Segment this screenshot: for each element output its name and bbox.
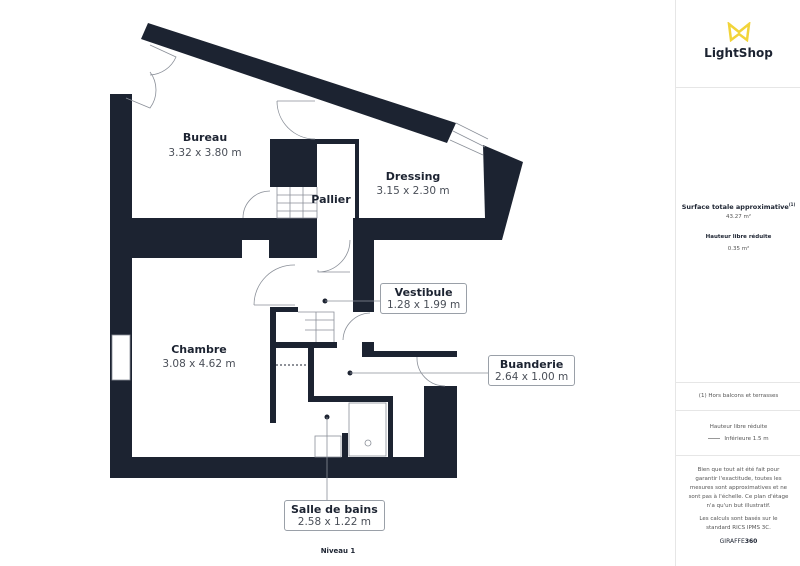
pallier-block: [270, 139, 317, 187]
window-dressing: [449, 122, 489, 156]
room-dims-buanderie: 2.64 x 1.00 m: [495, 371, 569, 383]
room-dims-bureau: 3.32 x 3.80 m: [168, 147, 242, 159]
room-name-bureau: Bureau: [182, 131, 228, 144]
wall-inner-v1: [270, 307, 276, 423]
room-dims-vestibule: 1.28 x 1.99 m: [387, 299, 461, 311]
wall-pallier-right: [355, 139, 359, 218]
wall-right-lower: [424, 386, 457, 478]
leader-lines: [322, 298, 488, 500]
sink: [314, 435, 342, 458]
pillar: [294, 250, 299, 258]
wall-buanderie-top: [362, 342, 457, 357]
legend-line-icon: [708, 438, 721, 439]
door-pallier: [242, 190, 271, 219]
brand-name: LightShop: [704, 46, 773, 60]
door-chambre: [253, 264, 296, 306]
door-buanderie: [416, 356, 446, 387]
wall-inner-v2: [308, 342, 314, 402]
logo-icon: [726, 21, 751, 43]
wall-bottom: [110, 457, 457, 478]
wall-vestibule-right: [353, 218, 374, 312]
wall-dressing-bottom: [358, 218, 502, 240]
room-name-chambre: Chambre: [171, 343, 227, 356]
door-dressing: [276, 100, 316, 140]
stairs-vestibule: [298, 311, 335, 342]
giraffe-logo: GIRAFFE360: [676, 537, 800, 546]
giraffe-360: 360: [744, 538, 758, 545]
legend-item-label: Inférieure 1.5 m: [724, 436, 769, 442]
level-label: Niveau 1: [320, 547, 356, 555]
hauteur-label: Hauteur libre réduite: [705, 234, 772, 240]
floor-plan: [110, 23, 523, 500]
room-name-dressing: Dressing: [385, 170, 441, 183]
room-name-pallier: Pallier: [311, 193, 351, 206]
calc-note: Les calculs sont basés sur le standard R…: [699, 516, 778, 531]
wall-inner-v3: [388, 396, 393, 457]
wall-inner-h2: [276, 342, 337, 348]
hauteur-value: 0.35 m²: [727, 246, 750, 252]
door-buanderie-left: [342, 312, 371, 341]
room-name-buanderie: Buanderie: [499, 358, 564, 371]
label-buanderie: Buanderie 2.64 x 1.00 m: [488, 355, 576, 386]
room-name-vestibule: Vestibule: [394, 286, 453, 299]
surface-footnote-ref: (1): [788, 202, 796, 207]
room-dims-chambre: 3.08 x 4.62 m: [162, 358, 236, 370]
wall-middle: [112, 218, 317, 258]
shower-drain: [364, 439, 372, 447]
room-dims-salle-de-bains: 2.58 x 1.22 m: [297, 516, 371, 528]
wall-left: [110, 94, 132, 478]
wall-top-diagonal: [141, 23, 456, 143]
surface-label: Surface totale approximative: [681, 203, 789, 212]
wall-inner-h1: [270, 307, 298, 312]
disclaimer: Bien que tout ait été fait pour garantir…: [688, 467, 789, 509]
wall-bath-block: [342, 433, 348, 457]
wall-pallier-top: [317, 139, 358, 144]
info-panel: LightShop Surface totale approximative(1…: [675, 0, 800, 566]
label-vestibule: Vestibule 1.28 x 1.99 m: [380, 283, 468, 314]
window-left: [111, 334, 131, 381]
room-name-salle-de-bains: Salle de bains: [291, 503, 378, 516]
door-vestibule: [317, 239, 351, 273]
door-bureau: [125, 44, 177, 109]
wall-dressing-right: [483, 145, 523, 240]
label-salle-de-bains: Salle de bains 2.58 x 1.22 m: [284, 500, 385, 531]
shower: [348, 402, 387, 457]
room-dims-dressing: 3.15 x 2.30 m: [376, 185, 450, 197]
brand-logo: LightShop: [676, 21, 800, 60]
stairs-pallier: [276, 187, 318, 219]
wall-inner-h3: [308, 396, 393, 402]
giraffe-text: GIRAFFE: [719, 538, 745, 545]
legend-title: Hauteur libre réduite: [709, 424, 768, 430]
surface-value: 43.27 m²: [725, 214, 752, 220]
footnote: (1) Hors balcons et terrasses: [698, 393, 779, 399]
legend-item: Inférieure 1.5 m: [676, 435, 800, 444]
